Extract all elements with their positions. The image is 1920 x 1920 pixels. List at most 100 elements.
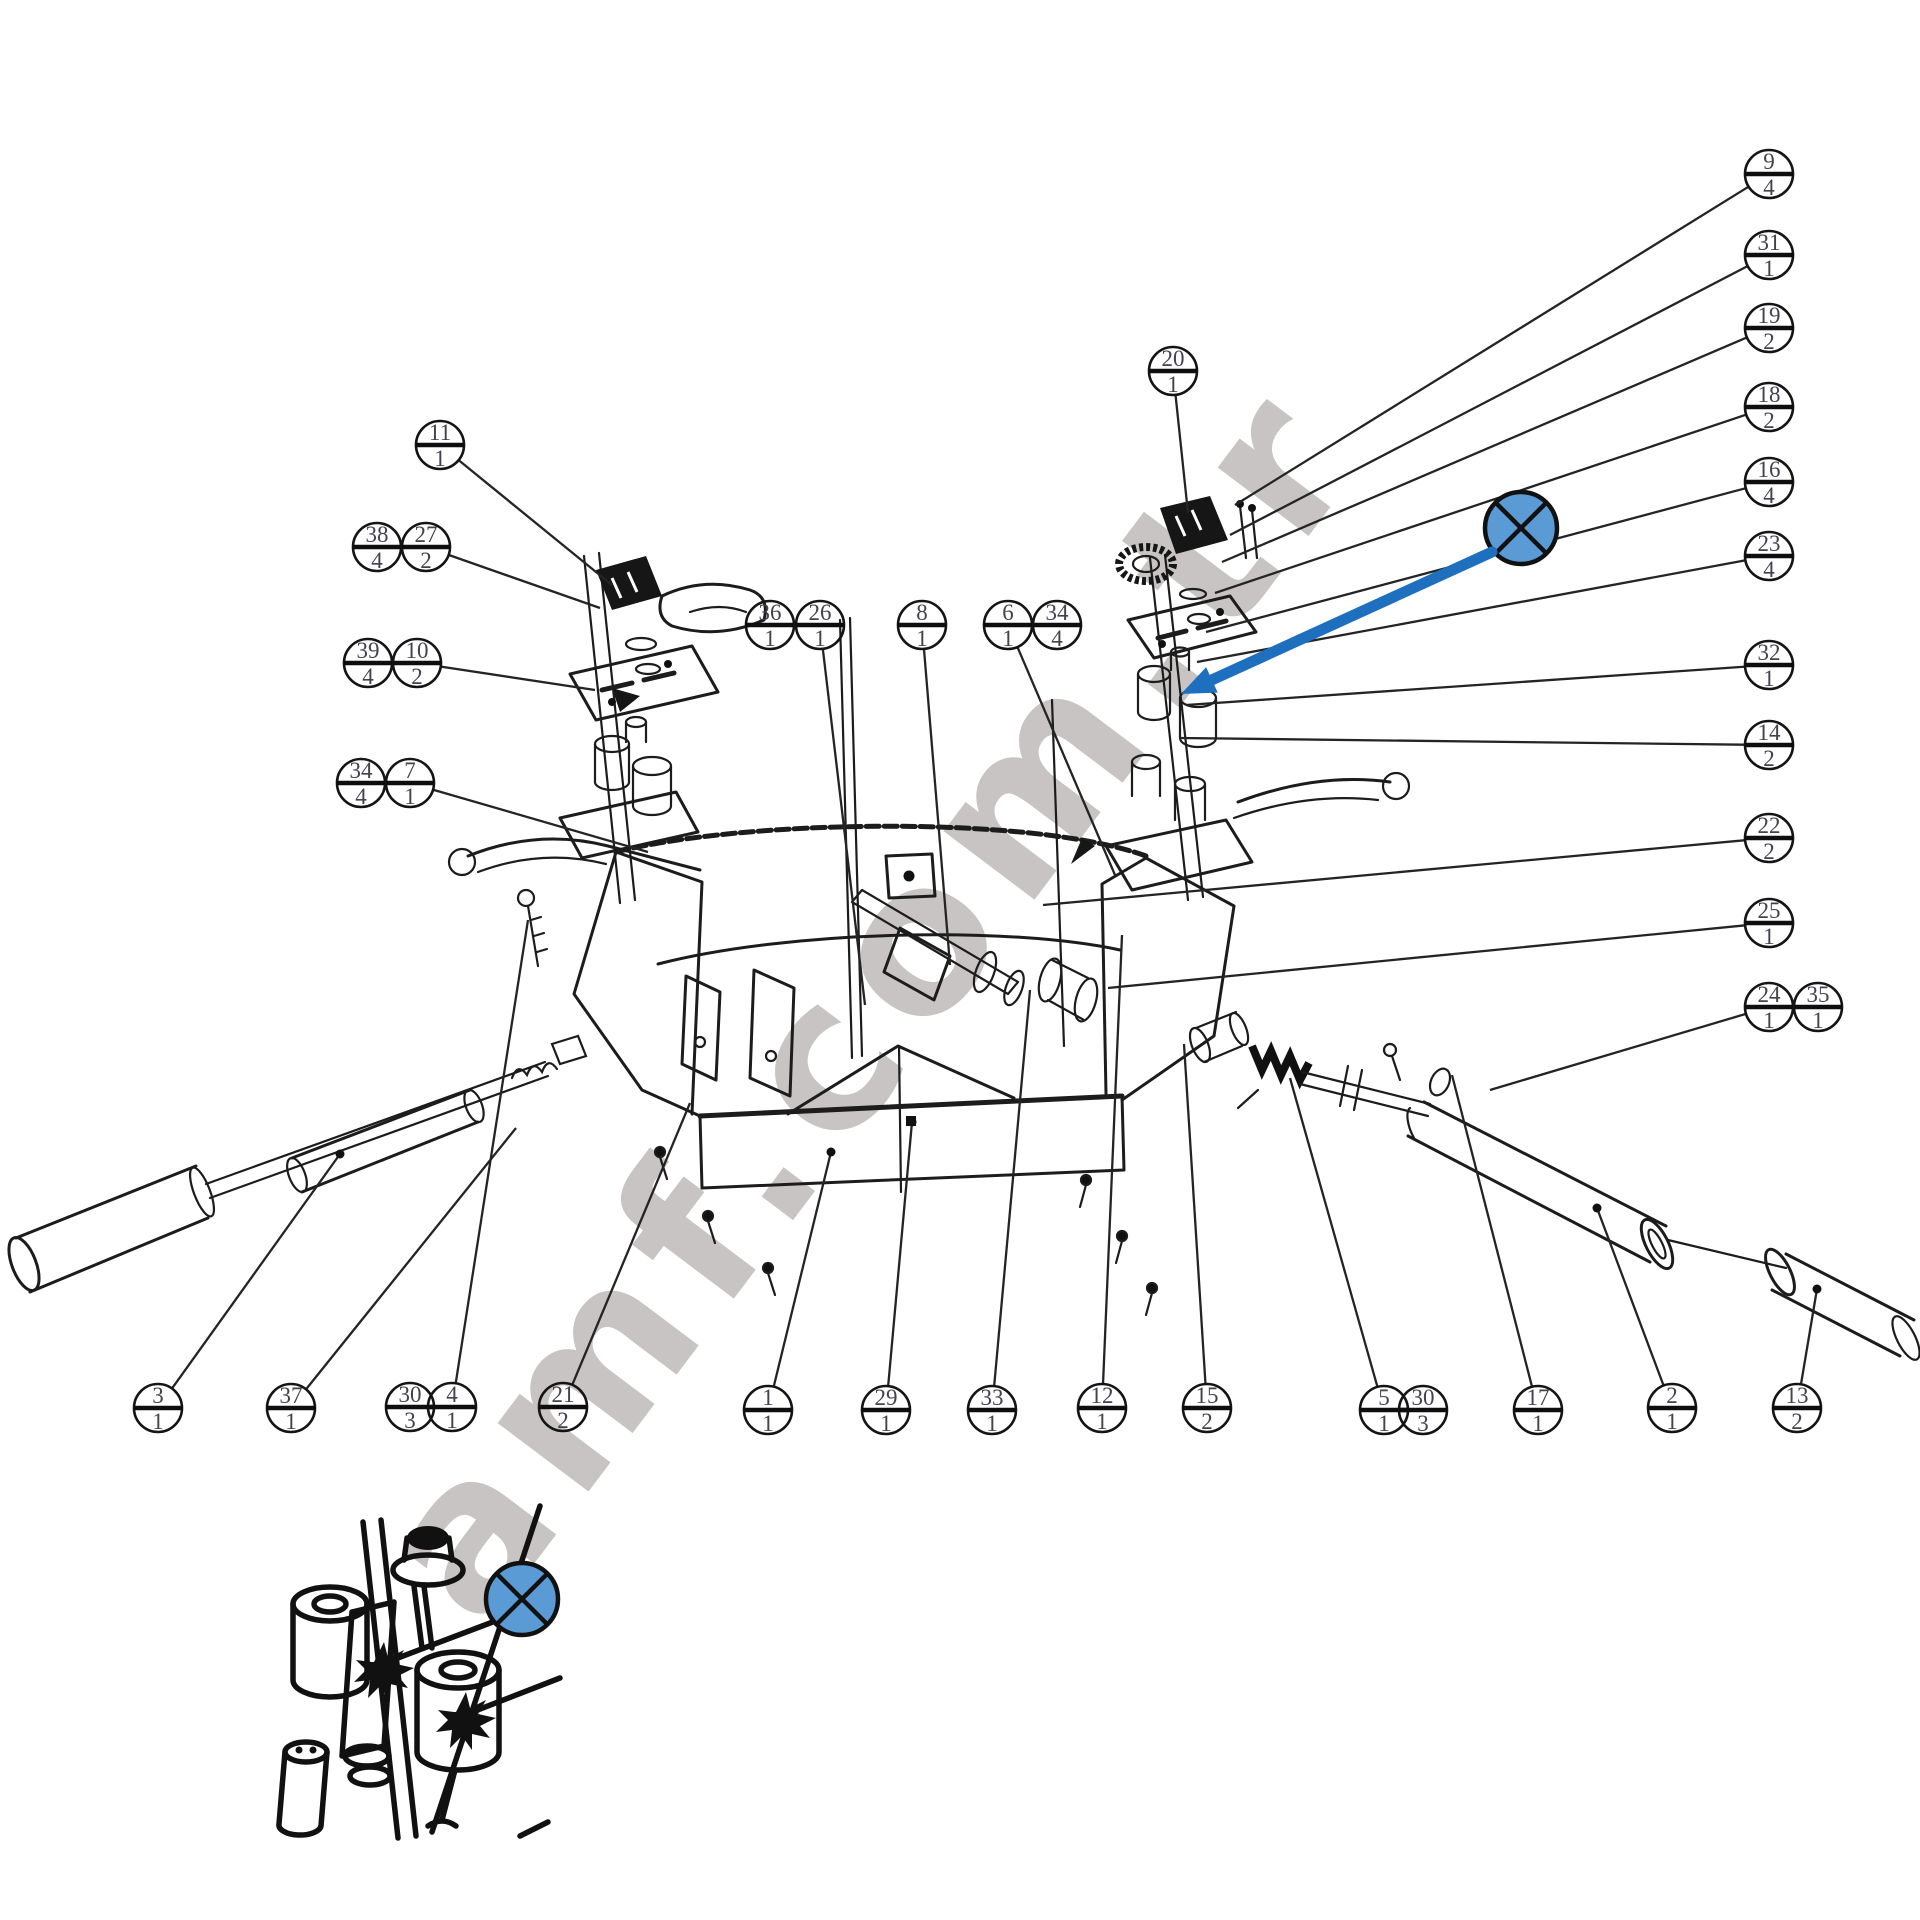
balloon-34[interactable]: 344 (1031, 599, 1083, 651)
svg-text:3: 3 (1417, 1411, 1429, 1436)
svg-text:4: 4 (1051, 626, 1063, 651)
balloon-22[interactable]: 222 (1042, 812, 1795, 907)
balloon-25[interactable]: 251 (1107, 897, 1795, 990)
balloon-2[interactable]: 21 (1592, 1203, 1698, 1435)
balloon-6[interactable]: 61 (982, 599, 1117, 876)
svg-text:2: 2 (1763, 408, 1775, 433)
balloon-7[interactable]: 71 (384, 757, 649, 854)
svg-text:1: 1 (1812, 1008, 1824, 1033)
balloon-8[interactable]: 81 (896, 599, 952, 966)
balloon-10[interactable]: 102 (391, 637, 596, 692)
svg-text:30: 30 (1412, 1385, 1435, 1410)
svg-text:22: 22 (1758, 813, 1781, 838)
svg-text:24: 24 (1758, 982, 1782, 1007)
svg-text:2: 2 (411, 664, 423, 689)
balloon-27[interactable]: 272 (400, 521, 601, 610)
svg-text:1: 1 (1763, 1008, 1775, 1033)
svg-text:17: 17 (1527, 1385, 1550, 1410)
svg-text:9: 9 (1763, 149, 1775, 174)
svg-text:31: 31 (1758, 230, 1781, 255)
svg-text:2: 2 (557, 1408, 569, 1433)
balloon-34[interactable]: 344 (335, 757, 387, 809)
svg-text:19: 19 (1758, 303, 1781, 328)
balloon-11[interactable]: 111 (414, 419, 613, 586)
balloon-12[interactable]: 121 (1076, 934, 1128, 1434)
svg-text:35: 35 (1807, 982, 1830, 1007)
svg-text:29: 29 (875, 1385, 898, 1410)
balloon-19[interactable]: 192 (1221, 302, 1795, 564)
svg-text:2: 2 (1763, 839, 1775, 864)
svg-text:1: 1 (434, 446, 446, 471)
svg-text:4: 4 (355, 784, 367, 809)
balloon-33[interactable]: 331 (966, 989, 1032, 1436)
balloon-32[interactable]: 321 (1185, 639, 1795, 707)
balloon-20[interactable]: 201 (1147, 345, 1199, 514)
svg-text:1: 1 (762, 1385, 774, 1410)
svg-text:36: 36 (759, 600, 782, 625)
balloon-30[interactable]: 303 (1397, 1384, 1449, 1436)
svg-text:1: 1 (1096, 1409, 1108, 1434)
svg-text:1: 1 (1378, 1411, 1390, 1436)
selected-part-marker-icon-main (1482, 489, 1560, 567)
svg-text:4: 4 (1763, 175, 1775, 200)
balloon-36[interactable]: 361 (744, 599, 796, 651)
selected-part-marker-icon-inset (483, 1560, 561, 1638)
svg-text:37: 37 (280, 1383, 303, 1408)
balloon-15[interactable]: 152 (1181, 1043, 1233, 1434)
balloon-38[interactable]: 384 (351, 521, 403, 573)
svg-text:4: 4 (446, 1382, 458, 1407)
svg-text:1: 1 (446, 1408, 458, 1433)
svg-text:23: 23 (1758, 531, 1781, 556)
left-tower-assembly (447, 551, 767, 968)
svg-text:18: 18 (1758, 382, 1781, 407)
svg-text:26: 26 (809, 600, 832, 625)
balloon-17[interactable]: 171 (1450, 1074, 1564, 1436)
svg-text:2: 2 (1666, 1383, 1678, 1408)
balloon-31[interactable]: 311 (1229, 229, 1795, 537)
svg-text:3: 3 (404, 1408, 416, 1433)
balloon-1[interactable]: 11 (742, 1147, 836, 1437)
balloon-24[interactable]: 241 (1489, 981, 1795, 1092)
svg-text:1: 1 (764, 626, 776, 651)
svg-text:5: 5 (1378, 1385, 1390, 1410)
svg-text:21: 21 (552, 1382, 575, 1407)
svg-text:38: 38 (366, 522, 389, 547)
balloon-3[interactable]: 31 (132, 1149, 345, 1435)
balloon-30[interactable]: 303 (384, 1381, 436, 1433)
svg-text:11: 11 (429, 420, 451, 445)
balloon-5[interactable]: 51 (1288, 1077, 1410, 1436)
svg-text:30: 30 (399, 1382, 422, 1407)
balloon-39[interactable]: 394 (342, 637, 394, 689)
balloon-14[interactable]: 142 (1179, 719, 1795, 771)
balloon-35[interactable]: 351 (1792, 981, 1844, 1033)
svg-text:2: 2 (1763, 746, 1775, 771)
svg-text:12: 12 (1091, 1383, 1114, 1408)
svg-text:13: 13 (1786, 1383, 1809, 1408)
svg-text:2: 2 (1763, 329, 1775, 354)
svg-text:1: 1 (1532, 1411, 1544, 1436)
balloon-26[interactable]: 261 (794, 599, 867, 1006)
balloon-13[interactable]: 132 (1771, 1284, 1823, 1435)
svg-text:1: 1 (1002, 626, 1014, 651)
svg-text:8: 8 (916, 600, 928, 625)
svg-text:2: 2 (420, 548, 432, 573)
svg-text:2: 2 (1201, 1409, 1213, 1434)
svg-text:34: 34 (350, 758, 374, 783)
balloon-4[interactable]: 41 (426, 919, 530, 1433)
balloon-29[interactable]: 291 (860, 1117, 917, 1437)
screw-icons (653, 1145, 1159, 1317)
balloon-37[interactable]: 371 (265, 1127, 517, 1434)
svg-text:3: 3 (152, 1383, 164, 1408)
detail-inset (276, 1503, 563, 1841)
svg-text:16: 16 (1758, 457, 1781, 482)
svg-text:1: 1 (1167, 372, 1179, 397)
svg-text:1: 1 (1763, 256, 1775, 281)
balloon-21[interactable]: 212 (537, 1102, 692, 1433)
svg-text:10: 10 (406, 638, 429, 663)
left-tube-assembly (7, 1034, 588, 1294)
balloon-9[interactable]: 94 (1234, 148, 1795, 506)
svg-text:1: 1 (285, 1409, 297, 1434)
svg-text:1: 1 (1666, 1409, 1678, 1434)
balloon-18[interactable]: 182 (1214, 381, 1795, 595)
